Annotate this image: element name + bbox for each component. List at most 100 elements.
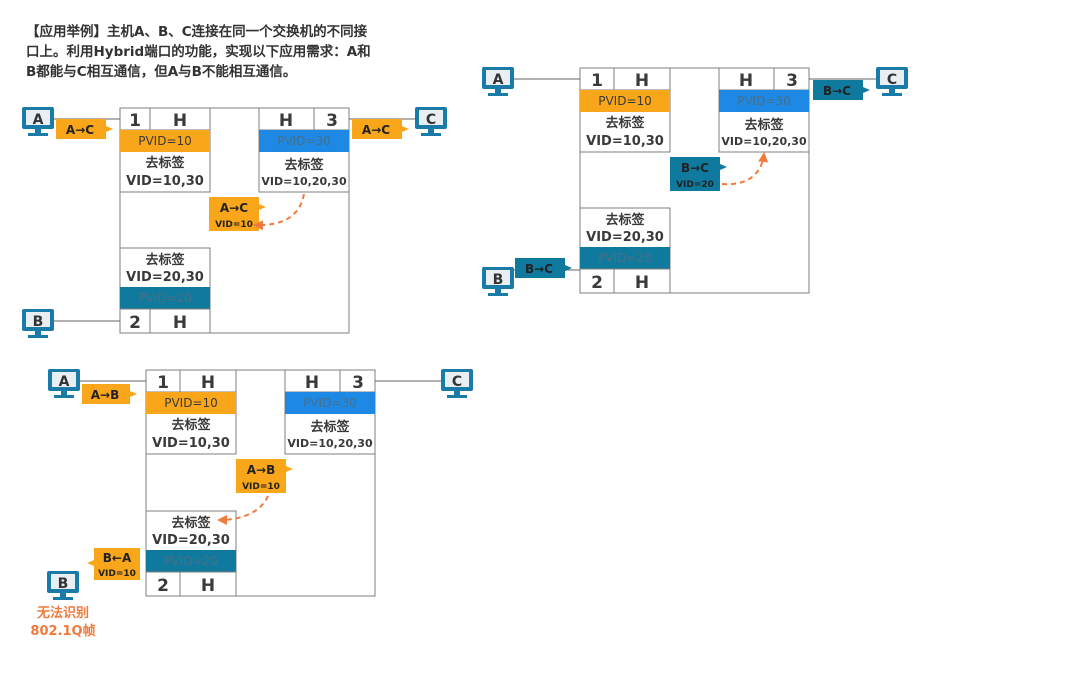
diagram-a-to-b: 1 H PVID=10 去标签 VID=10,30 H 3 PVID=30 去标… <box>30 369 473 639</box>
host-c-label: C <box>452 374 462 390</box>
frame-a-to-c-in: A→C <box>56 119 113 139</box>
host-a-label: A <box>33 112 44 128</box>
frame-vid: VID=10 <box>215 220 253 230</box>
port-2: 去标签 VID=20,30 PVID=20 2 H <box>119 247 211 334</box>
host-b: B <box>22 309 120 338</box>
port-3-type: H <box>279 111 293 131</box>
frame-b-to-c-in: B→C <box>515 258 572 278</box>
port-3: H 3 PVID=30 去标签 VID=10,20,30 <box>258 107 350 193</box>
host-c: C <box>809 67 908 96</box>
note-line-1: 无法识别 <box>36 605 89 621</box>
port-1-number: 1 <box>157 373 169 393</box>
port-1-vid: VID=10,30 <box>152 436 230 451</box>
frame-label: B→C <box>823 84 851 98</box>
port-1-pvid: PVID=10 <box>138 134 192 148</box>
frame-b-to-c-out: B→C <box>813 80 870 100</box>
frame-label: A→C <box>220 201 248 215</box>
port-1-type: H <box>635 71 649 91</box>
port-1-rule: 去标签 <box>171 417 211 433</box>
port-3-vid: VID=10,20,30 <box>721 135 807 148</box>
port-1: 1 H PVID=10 去标签 VID=10,30 <box>145 369 237 455</box>
port-2: 去标签 VID=20,30 PVID=20 2 H <box>145 510 237 597</box>
port-2: 去标签 VID=20,30 PVID=20 2 H <box>579 207 671 294</box>
host-b: B <box>47 571 79 600</box>
host-a: A <box>482 67 580 96</box>
frame-label: A→C <box>66 123 94 137</box>
port-1-type: H <box>173 111 187 131</box>
intro-line-1: 【应用举例】主机A、B、C连接在同一个交换机的不同接 <box>26 24 368 40</box>
port-2-vid: VID=20,30 <box>152 533 230 548</box>
port-3-rule: 去标签 <box>284 157 324 173</box>
port-2-pvid-bar <box>146 550 236 572</box>
frame-label: B→C <box>525 262 553 276</box>
note-line-2: 802.1Q帧 <box>30 623 95 639</box>
port-3-vid: VID=10,20,30 <box>261 175 347 188</box>
port-3: H 3 PVID=30 去标签 VID=10,20,30 <box>284 369 376 455</box>
frame-label: A→B <box>91 388 120 402</box>
port-1-vid: VID=10,30 <box>126 174 204 189</box>
port-1-pvid: PVID=10 <box>164 396 218 410</box>
port-2-type: H <box>201 576 215 596</box>
port-1-rule: 去标签 <box>605 115 645 131</box>
host-c-label: C <box>887 72 897 88</box>
port-3-number: 3 <box>352 373 364 393</box>
port-2-pvid-bar <box>580 247 670 269</box>
port-3: H 3 PVID=30 去标签 VID=10,20,30 <box>718 67 810 153</box>
port-3-type: H <box>739 71 753 91</box>
frame-a-to-c-out: A→C <box>352 119 409 139</box>
port-1-number: 1 <box>129 111 141 131</box>
port-1-pvid-bar <box>580 90 670 112</box>
port-3-pvid: PVID=30 <box>737 94 791 108</box>
port-1-type: H <box>201 373 215 393</box>
port-2-rule: 去标签 <box>145 252 185 268</box>
port-1: 1 H PVID=10 去标签 VID=10,30 <box>119 107 211 193</box>
port-2-number: 2 <box>157 576 169 596</box>
port-2-rule: 去标签 <box>605 212 645 228</box>
frame-vid: VID=10 <box>98 569 136 579</box>
forward-arrow <box>217 495 269 525</box>
port-2-number: 2 <box>129 313 141 333</box>
frame-a-to-c-tagged: A→C VID=10 <box>209 197 266 231</box>
host-a: A <box>48 369 146 398</box>
port-3-pvid-bar <box>285 392 375 414</box>
frame-vid: VID=10 <box>242 482 280 492</box>
frame-label: B→C <box>681 161 709 175</box>
frame-a-to-b-tagged: A→B VID=10 <box>236 459 293 493</box>
port-1-pvid-bar <box>120 130 210 152</box>
port-3-type: H <box>305 373 319 393</box>
port-1-pvid-bar <box>146 392 236 414</box>
frame-label: B←A <box>103 551 132 565</box>
port-3-pvid: PVID=30 <box>277 134 331 148</box>
port-1-number: 1 <box>591 71 603 91</box>
port-2-pvid-bar <box>120 287 210 309</box>
host-c: C <box>375 369 473 398</box>
frame-b-to-c-tagged: B→C VID=20 <box>670 157 727 191</box>
frame-a-to-b-in: A→B <box>82 384 137 404</box>
port-3-pvid-bar <box>259 130 349 152</box>
port-2-type: H <box>173 313 187 333</box>
frame-label: A→B <box>247 463 276 477</box>
host-a-label: A <box>493 72 504 88</box>
host-b-label: B <box>58 576 69 592</box>
diagram-a-to-c: 1 H PVID=10 去标签 VID=10,30 H 3 PVID=30 去标… <box>22 107 447 338</box>
port-2-pvid: PVID=20 <box>164 554 218 568</box>
port-3-rule: 去标签 <box>744 117 784 133</box>
port-3-rule: 去标签 <box>310 419 350 435</box>
frame-b-from-a-out: B←A VID=10 <box>87 548 140 580</box>
port-2-number: 2 <box>591 273 603 293</box>
port-3-number: 3 <box>786 71 798 91</box>
port-3-number: 3 <box>326 111 338 131</box>
intro-line-2: 口上。利用Hybrid端口的功能，实现以下应用需求：A和 <box>26 44 371 60</box>
host-b-label: B <box>33 314 44 330</box>
frame-label: A→C <box>362 123 390 137</box>
port-1: 1 H PVID=10 去标签 VID=10,30 <box>579 67 671 153</box>
intro-text: 【应用举例】主机A、B、C连接在同一个交换机的不同接 口上。利用Hybrid端口… <box>26 22 416 82</box>
host-a-label: A <box>59 374 70 390</box>
port-2-pvid: PVID=20 <box>598 251 652 265</box>
port-1-rule: 去标签 <box>145 155 185 171</box>
port-2-type: H <box>635 273 649 293</box>
port-3-pvid-bar <box>719 90 809 112</box>
frame-vid: VID=20 <box>676 180 714 190</box>
intro-line-3: B都能与C相互通信，但A与B不能相互通信。 <box>26 64 297 80</box>
